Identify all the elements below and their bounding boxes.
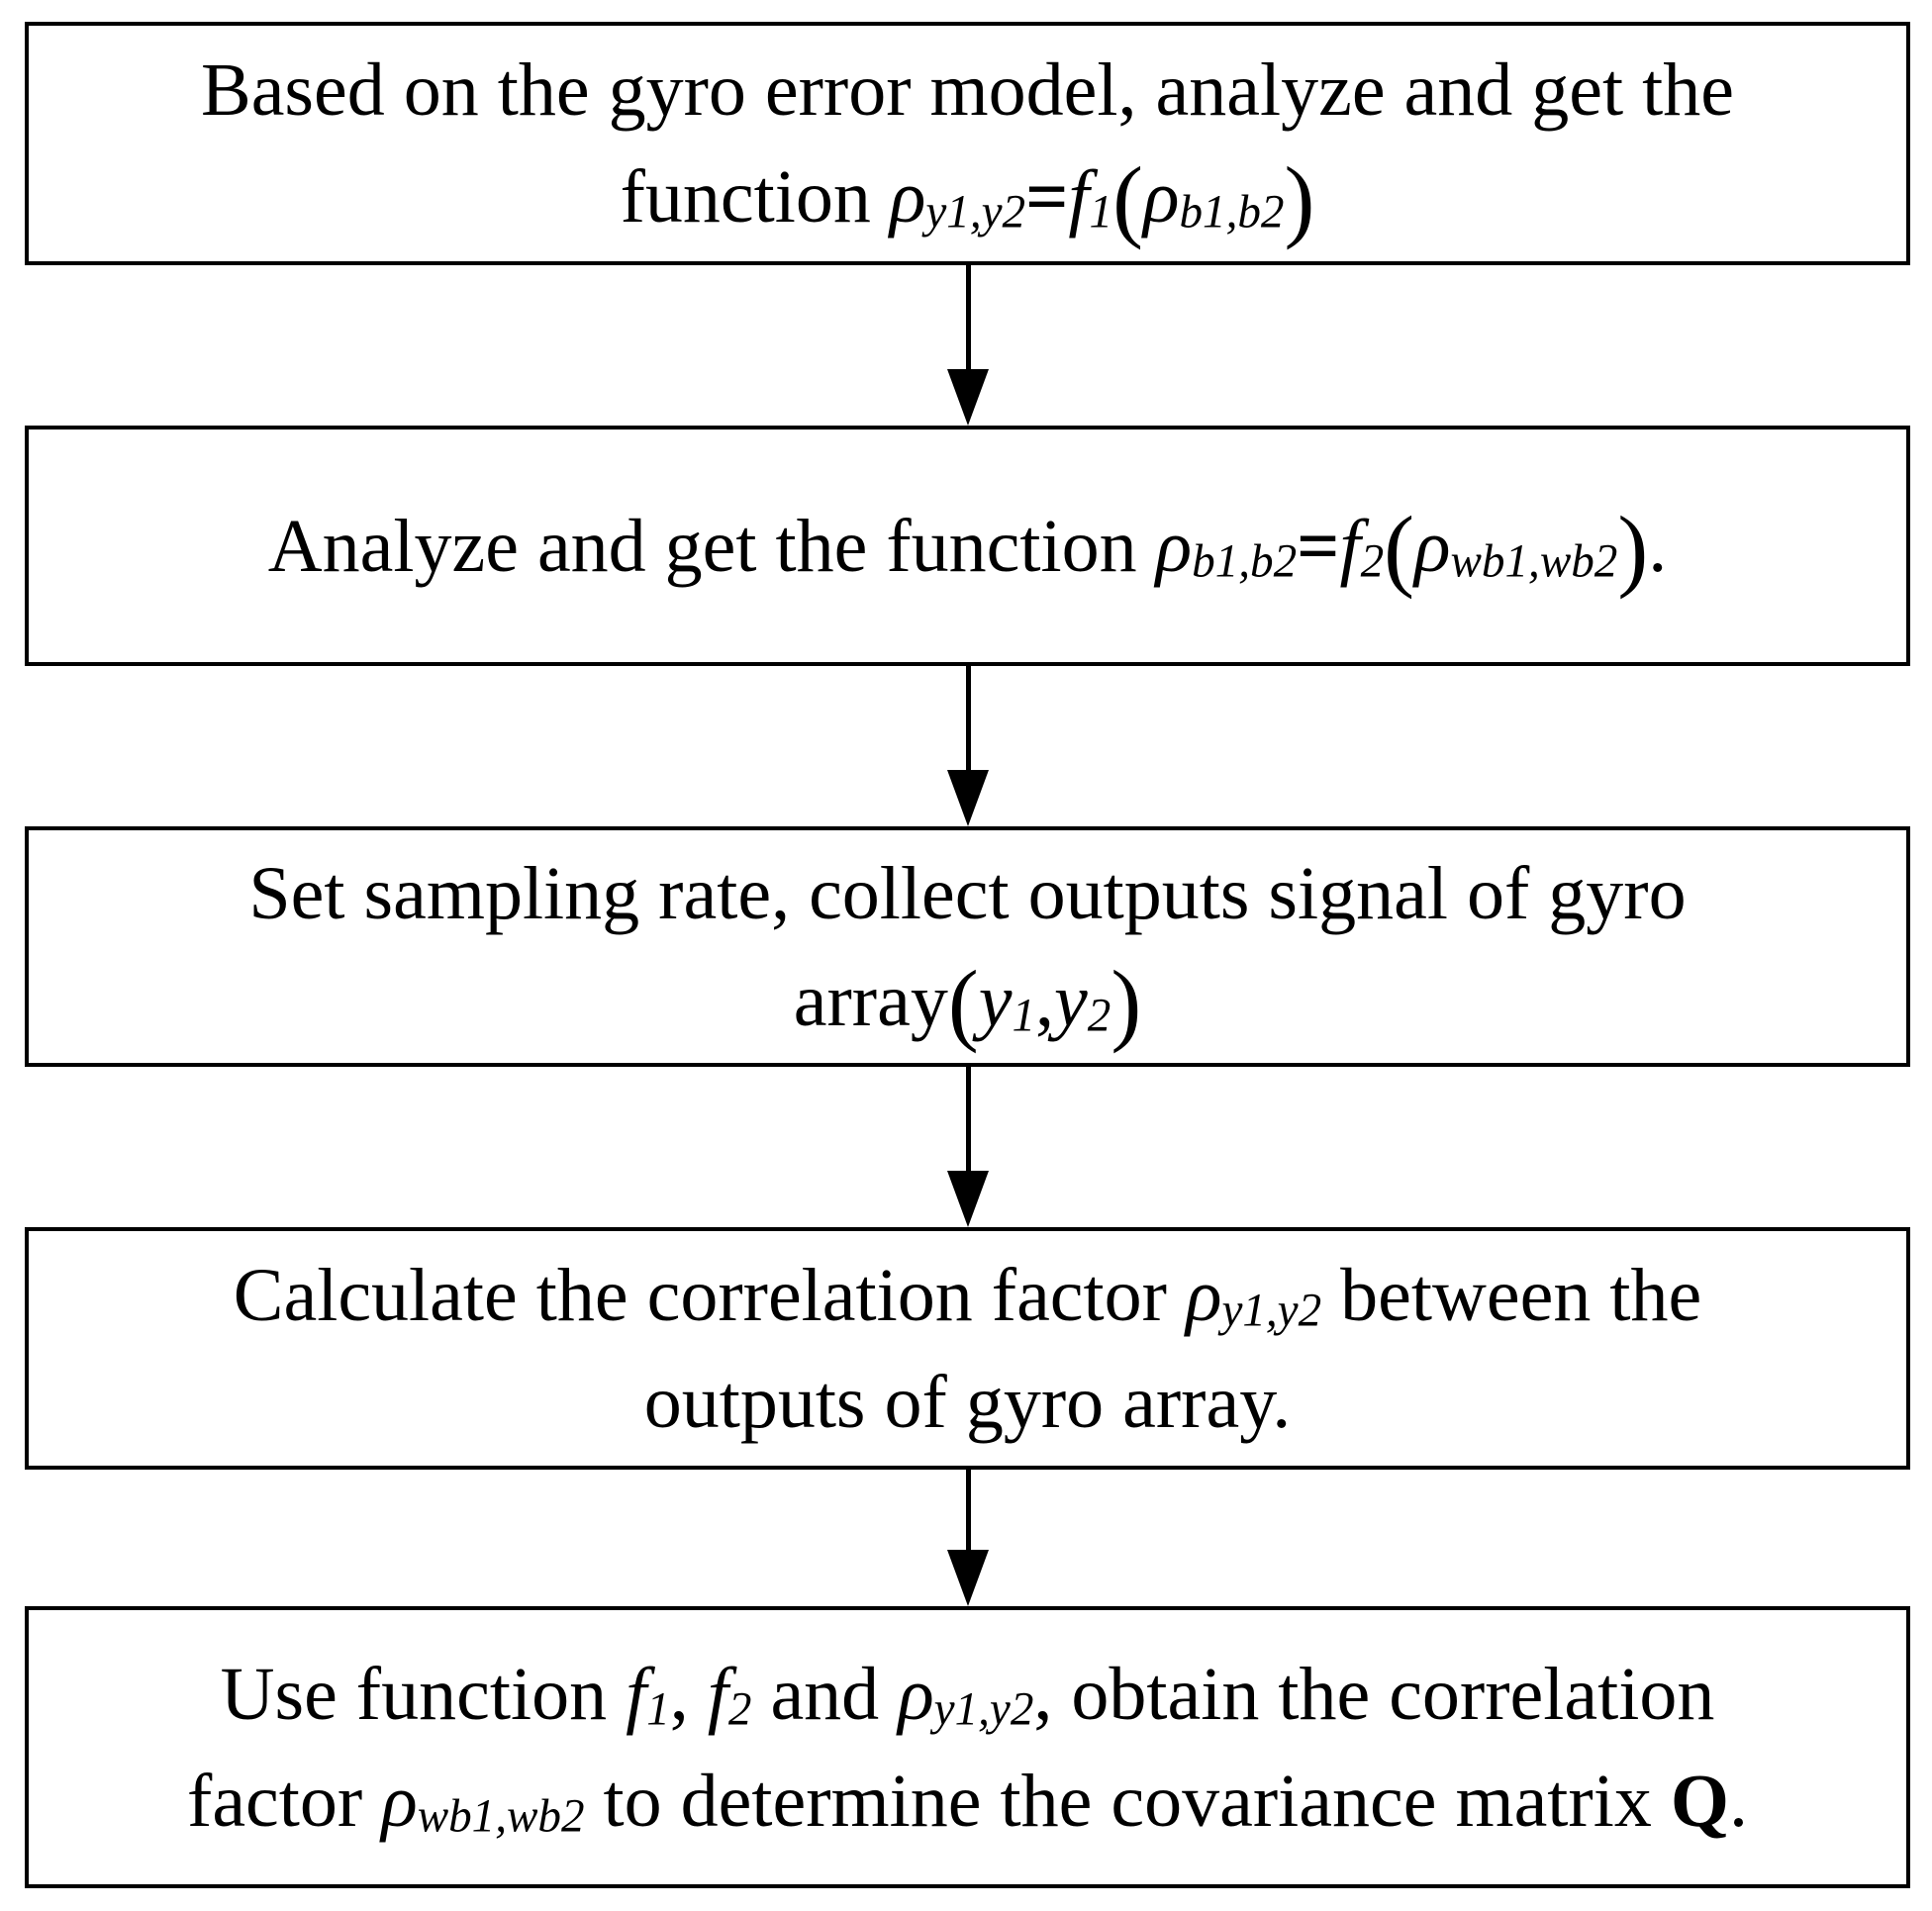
step-analyze-function-f1: Based on the gyro error model, analyze a… [25, 22, 1910, 265]
text-segment: ρ [1414, 504, 1451, 588]
text-segment: y [1054, 958, 1088, 1042]
text-segment: b1,b2 [1192, 535, 1298, 588]
text-segment: and [751, 1652, 899, 1736]
arrow-stem [965, 666, 971, 770]
text-segment: 2 [1360, 535, 1385, 588]
text-segment: between the [1321, 1253, 1702, 1337]
text-segment: f [707, 1652, 728, 1736]
text-segment: ) [1617, 497, 1649, 600]
arrow-head-down-icon [947, 770, 989, 826]
text-segment: wb1,wb2 [1450, 535, 1618, 588]
text-segment: y1,y2 [925, 186, 1026, 239]
text-segment: . [1728, 1759, 1748, 1843]
text-segment: ( [1112, 148, 1143, 251]
arrow-head-down-icon [947, 1171, 989, 1227]
step-obtain-covariance-matrix: Use function f1, f2 and ρy1,y2, obtain t… [25, 1606, 1910, 1888]
arrow-head-down-icon [947, 1550, 989, 1606]
text-segment: Calculate the correlation factor [233, 1253, 1186, 1337]
text-segment: , [1035, 958, 1055, 1042]
text-segment: ρ [1185, 1253, 1222, 1337]
text-segment: y1,y2 [1221, 1285, 1322, 1337]
text-segment: 2 [727, 1683, 752, 1736]
step-set-sampling-rate-collect-outputs: Set sampling rate, collect outputs signa… [25, 826, 1910, 1067]
step-2-line-1: Analyze and get the function ρb1,b2=f2(ρ… [268, 493, 1668, 600]
text-segment: ) [1111, 951, 1142, 1054]
text-segment: y [978, 958, 1013, 1042]
text-segment: Q [1670, 1759, 1729, 1843]
text-segment: Use function [220, 1652, 627, 1736]
text-segment: to determine the covariance matrix [584, 1759, 1671, 1843]
text-segment: 1 [1089, 186, 1113, 239]
flow-arrow-2 [942, 666, 994, 826]
text-segment: 1 [646, 1683, 670, 1736]
text-segment: Set sampling rate, collect outputs signa… [248, 851, 1687, 935]
text-segment: outputs of gyro array. [643, 1360, 1292, 1444]
step-5-line-2: factor ρwb1,wb2 to determine the covaria… [187, 1748, 1748, 1855]
text-segment: 2 [1087, 990, 1111, 1042]
text-segment: f [626, 1652, 647, 1736]
text-segment: function [620, 155, 890, 239]
flow-arrow-3 [942, 1067, 994, 1227]
text-segment: Analyze and get the function [267, 504, 1156, 588]
step-1-line-1: Based on the gyro error model, analyze a… [201, 37, 1734, 143]
text-segment: . [1648, 504, 1668, 588]
text-segment: wb1,wb2 [417, 1790, 585, 1843]
text-segment: , [669, 1652, 708, 1736]
text-segment: f [1068, 155, 1090, 239]
text-segment: = [1025, 155, 1069, 239]
text-segment: y1,y2 [933, 1683, 1034, 1736]
arrow-head-down-icon [947, 369, 989, 426]
step-4-line-1: Calculate the correlation factor ρy1,y2 … [234, 1242, 1701, 1349]
step-3-line-1: Set sampling rate, collect outputs signa… [248, 840, 1686, 947]
text-segment: ρ [1143, 155, 1180, 239]
flow-arrow-1 [942, 265, 994, 426]
step-4-line-2: outputs of gyro array. [644, 1349, 1292, 1456]
arrow-stem [965, 265, 971, 369]
text-segment: ρ [1155, 504, 1193, 588]
text-segment: , obtain the correlation [1033, 1652, 1715, 1736]
flow-arrow-4 [942, 1470, 994, 1606]
text-segment: ) [1284, 148, 1315, 251]
step-1-line-2: function ρy1,y2=f1(ρb1,b2) [621, 143, 1315, 250]
step-3-line-2: array(y1,y2) [794, 947, 1141, 1054]
step-calculate-correlation-factor: Calculate the correlation factor ρy1,y2 … [25, 1227, 1910, 1470]
text-segment: ρ [381, 1759, 418, 1843]
arrow-stem [965, 1470, 971, 1550]
text-segment: ( [1384, 497, 1415, 600]
step-5-line-1: Use function f1, f2 and ρy1,y2, obtain t… [221, 1641, 1715, 1748]
arrow-stem [965, 1067, 971, 1171]
text-segment: factor [187, 1759, 382, 1843]
text-segment: f [1339, 504, 1361, 588]
text-segment: b1,b2 [1179, 186, 1285, 239]
text-segment: ρ [898, 1652, 934, 1736]
text-segment: = [1297, 504, 1340, 588]
step-analyze-function-f2: Analyze and get the function ρb1,b2=f2(ρ… [25, 426, 1910, 666]
text-segment: ρ [889, 155, 926, 239]
text-segment: 1 [1012, 990, 1036, 1042]
text-segment: Based on the gyro error model, analyze a… [201, 48, 1734, 132]
text-segment: array [793, 958, 948, 1042]
text-segment: ( [947, 951, 979, 1054]
